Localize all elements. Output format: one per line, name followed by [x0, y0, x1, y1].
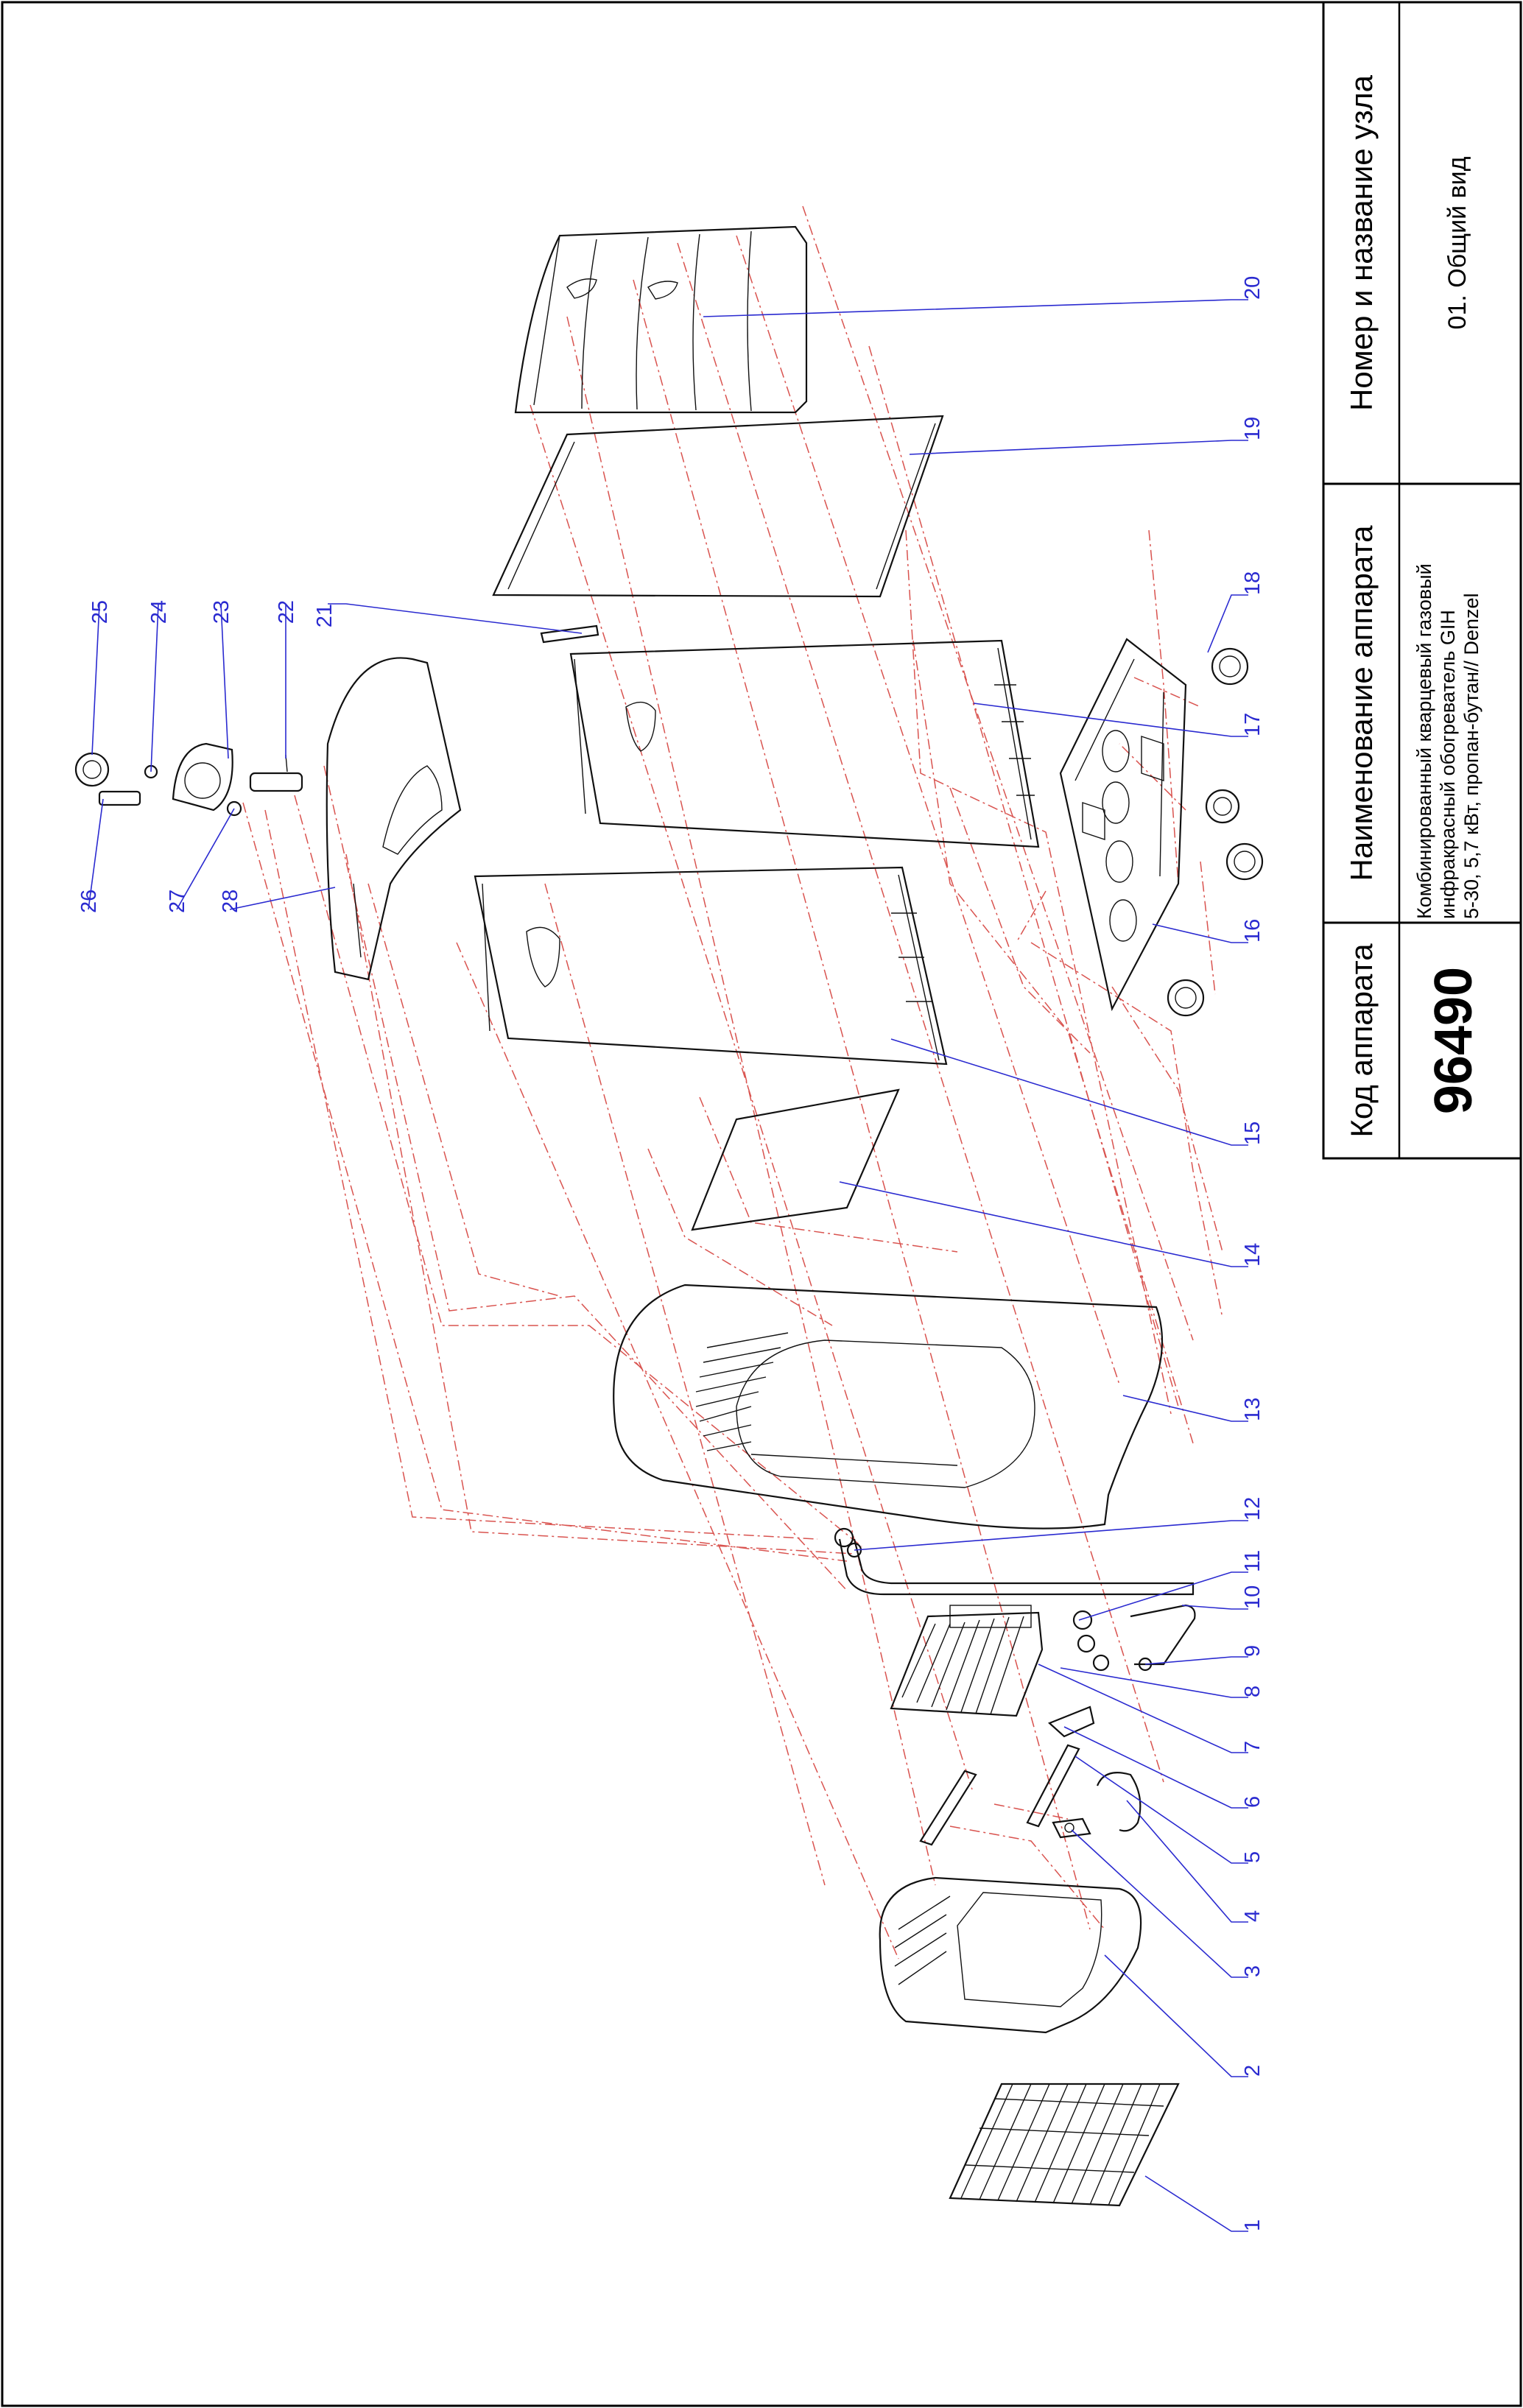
callout-9: 9 — [1241, 1645, 1265, 1657]
unit-value: 01. Общий вид — [1443, 156, 1471, 329]
part-28-top-cover — [326, 657, 462, 981]
part-19-back-panel — [492, 415, 944, 598]
callout-27: 27 — [166, 890, 189, 913]
parts-8-11-fittings — [1072, 1604, 1196, 1672]
callout-5: 5 — [1241, 1851, 1265, 1863]
callout-11: 11 — [1241, 1550, 1265, 1572]
callout-10: 10 — [1241, 1585, 1265, 1609]
callout-2: 2 — [1241, 2065, 1265, 2077]
part-outlines — [74, 225, 1264, 2207]
callout-7: 7 — [1241, 1741, 1265, 1753]
callout-22: 22 — [275, 600, 298, 624]
callout-21: 21 — [313, 604, 337, 627]
part-15-side-panel — [474, 866, 948, 1066]
code-value: 96490 — [1424, 967, 1483, 1114]
part-18-casters — [1167, 647, 1264, 1017]
part-4-u-pipe — [1096, 1772, 1142, 1832]
callout-15: 15 — [1241, 1122, 1265, 1145]
device-line-1: Комбинированный кварцевый газовый — [1413, 563, 1435, 919]
title-block: Код аппарата 96490 Наименование аппарата… — [1322, 1, 1522, 1160]
device-line-3: 5-30, 5,7 кВт, пропан-бутан// Denzel — [1460, 594, 1482, 919]
leader-lines — [88, 299, 1248, 2232]
part-2-front-frame — [879, 1876, 1142, 2034]
callout-28: 28 — [219, 890, 242, 913]
callout-19: 19 — [1241, 417, 1265, 440]
part-3-valve — [1052, 1817, 1091, 1839]
part-20-rear-shell — [514, 225, 808, 414]
part-12-gas-pipe — [834, 1527, 1195, 1596]
callout-20: 20 — [1241, 276, 1265, 300]
callout-8: 8 — [1241, 1686, 1265, 1697]
callout-18: 18 — [1241, 571, 1265, 595]
callout-numbers: 1234567891011121314151617181920212223242… — [77, 276, 1265, 2231]
part-5-strips — [919, 1744, 1080, 1846]
callout-12: 12 — [1241, 1497, 1265, 1521]
callout-4: 4 — [1241, 1910, 1265, 1922]
projection-lines — [242, 205, 1223, 1960]
callout-6: 6 — [1241, 1796, 1265, 1808]
part-7-burner — [890, 1605, 1044, 1717]
device-header: Наименование аппарата — [1344, 525, 1379, 881]
code-header: Код аппарата — [1344, 943, 1379, 1138]
callout-14: 14 — [1241, 1243, 1265, 1267]
callout-17: 17 — [1241, 713, 1265, 736]
device-line-2: инфракрасный обогреватель GIH — [1437, 610, 1459, 919]
part-16-base-tray — [1059, 638, 1187, 1012]
control-knob-assembly — [74, 742, 303, 817]
callout-25: 25 — [88, 600, 112, 624]
part-14-deflector — [691, 1088, 900, 1231]
callout-24: 24 — [147, 600, 171, 624]
callout-23: 23 — [210, 600, 233, 624]
part-21-bracket — [540, 624, 599, 644]
part-13-main-housing — [613, 1284, 1164, 1529]
unit-header: Номер и название узла — [1344, 74, 1379, 411]
callout-26: 26 — [77, 890, 101, 913]
part-6-bracket — [1047, 1705, 1095, 1738]
callout-1: 1 — [1241, 2219, 1265, 2231]
callout-16: 16 — [1241, 919, 1265, 943]
callout-3: 3 — [1241, 1965, 1265, 1977]
callout-13: 13 — [1241, 1398, 1265, 1421]
part-17-side-panel — [569, 639, 1040, 848]
part-1-grille — [949, 2083, 1180, 2207]
